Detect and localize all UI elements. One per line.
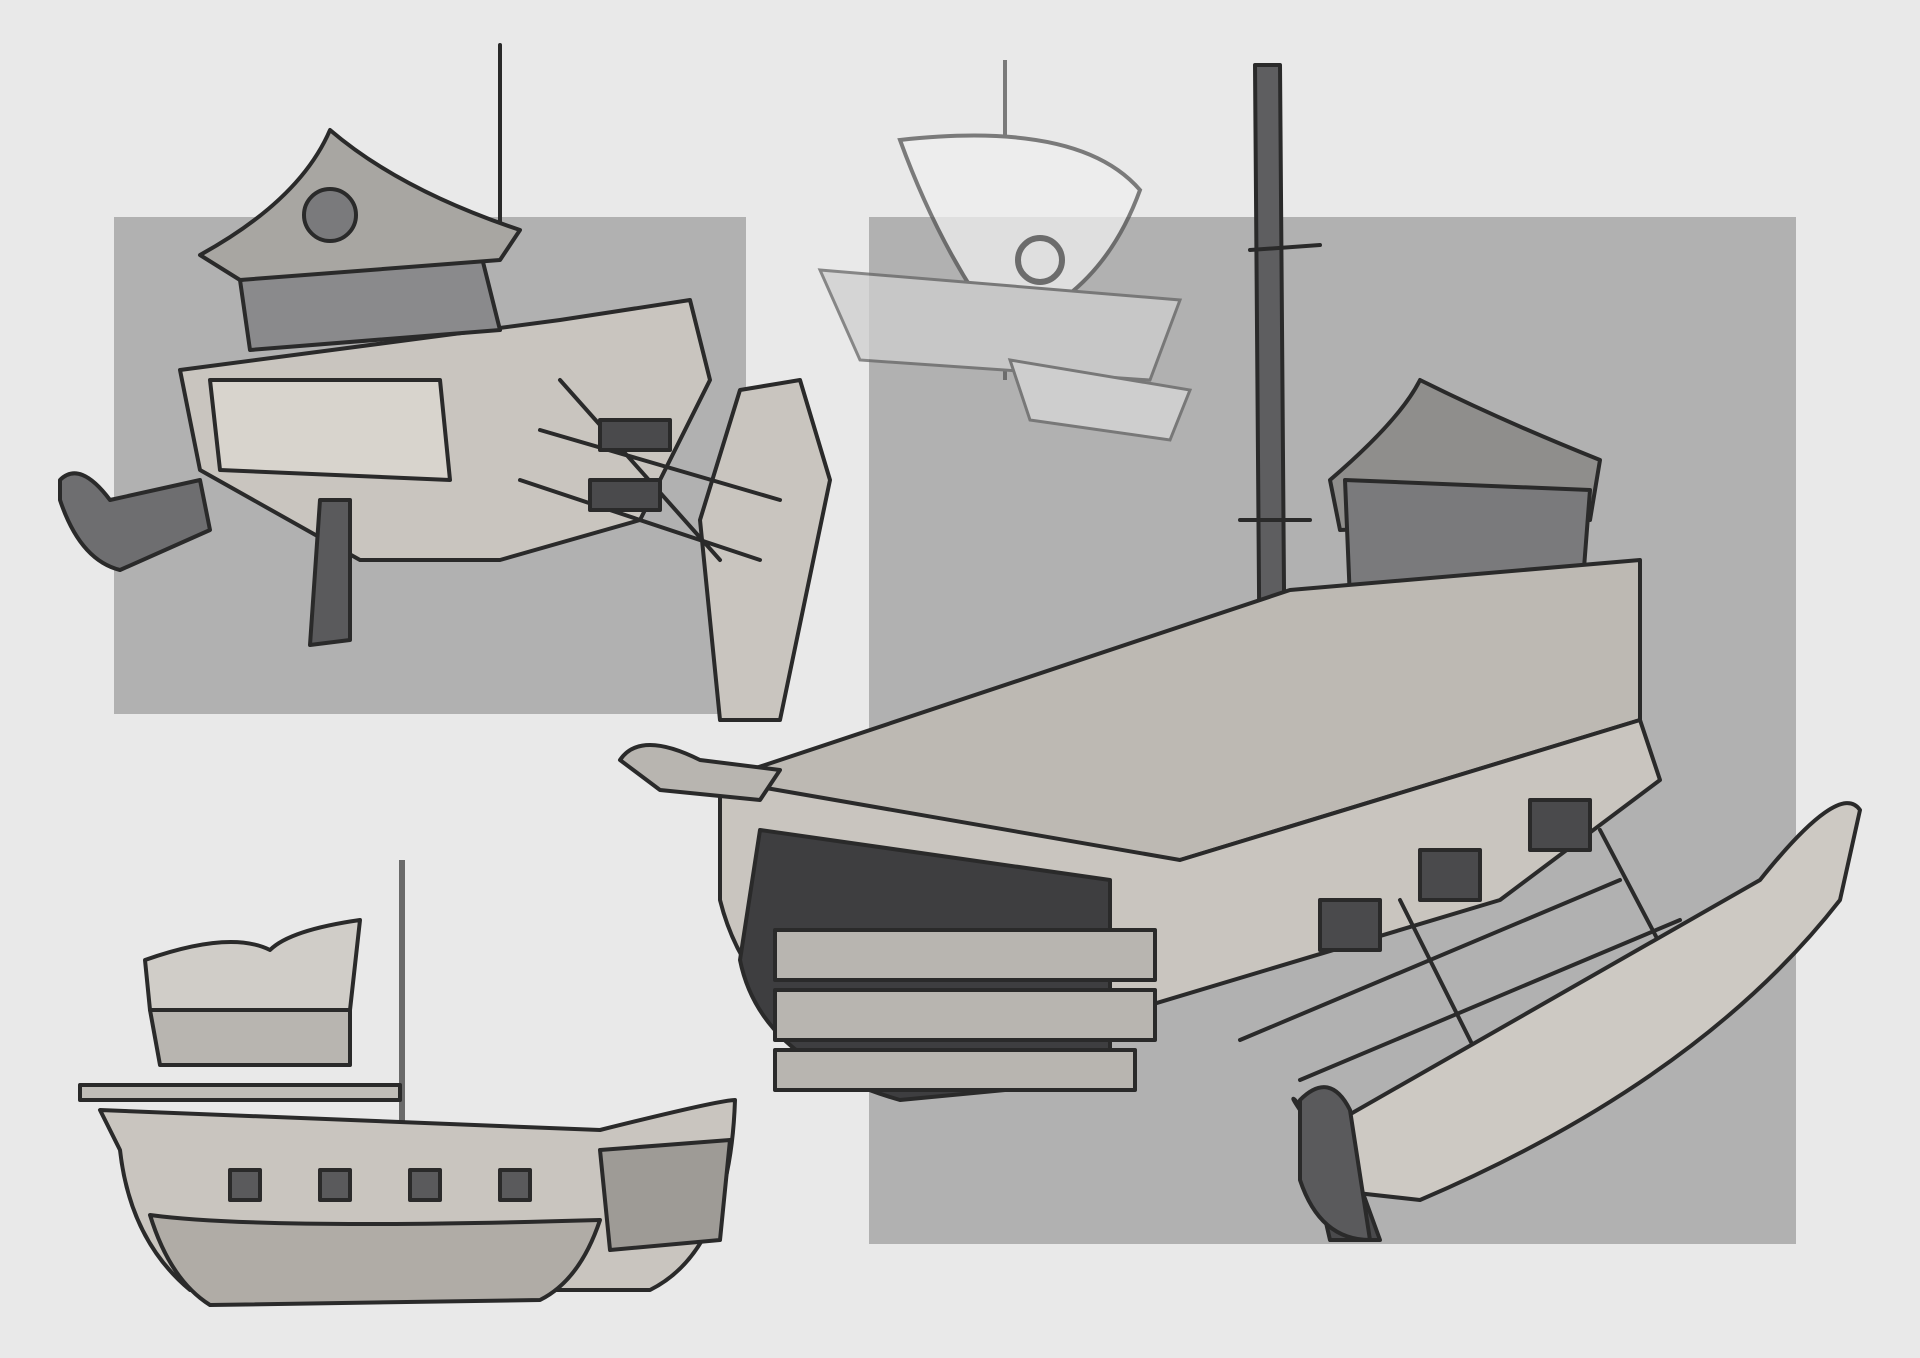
sailing-ship-small-view xyxy=(817,60,1193,442)
outrigger-ship-rear-view xyxy=(58,43,832,722)
ship-side-view xyxy=(78,860,737,1307)
outrigger-ship-main-view xyxy=(618,63,1862,1242)
